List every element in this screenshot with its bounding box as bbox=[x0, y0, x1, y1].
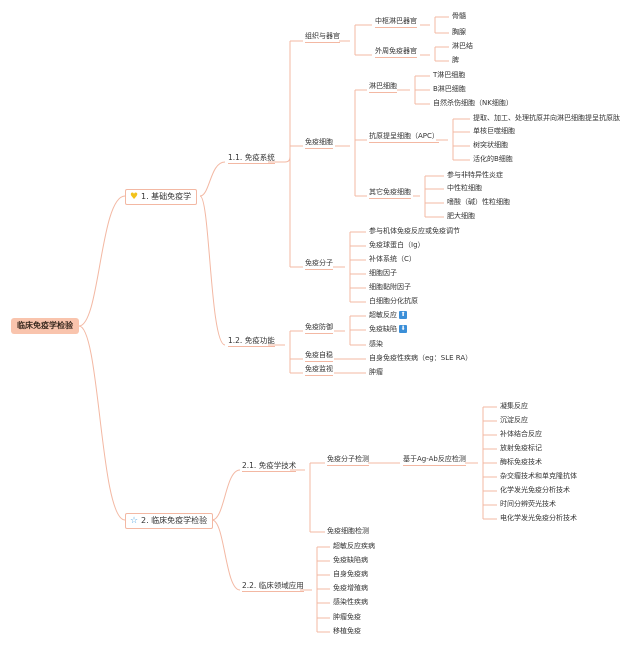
category-label: 2. 临床免疫学检验 bbox=[141, 516, 208, 525]
node-ag-ab-detection[interactable]: 基于Ag-Ab反应检测 bbox=[403, 455, 466, 466]
node-molecule-detection[interactable]: 免疫分子检测 bbox=[327, 455, 369, 466]
leaf-bone-marrow[interactable]: 骨髓 bbox=[452, 12, 466, 20]
section-immune-function[interactable]: 1.2. 免疫功能 bbox=[228, 336, 275, 347]
node-peripheral-lymphoid[interactable]: 外周免疫器官 bbox=[375, 47, 417, 58]
leaf-electrochemiluminescence[interactable]: 电化学发光免疫分析技术 bbox=[500, 514, 577, 522]
heart-icon: ♥ bbox=[129, 192, 139, 202]
node-tissues-organs[interactable]: 组织与器官 bbox=[305, 32, 340, 43]
node-immune-defense[interactable]: 免疫防御 bbox=[305, 323, 333, 334]
leaf-immunoproliferative[interactable]: 免疫增殖病 bbox=[333, 584, 368, 592]
leaf-nk-cells[interactable]: 自然杀伤细胞（NK细胞） bbox=[433, 99, 513, 107]
leaf-immunoglobulin[interactable]: 免疫球蛋白（Ig） bbox=[369, 241, 425, 249]
section-immune-system[interactable]: 1.1. 免疫系统 bbox=[228, 153, 275, 164]
leaf-neutrophil[interactable]: 中性粒细胞 bbox=[447, 184, 482, 192]
leaf-eosinophil-basophil[interactable]: 嗜酸（碱）性粒细胞 bbox=[447, 198, 510, 206]
arrow-down-icon: ⬇ bbox=[399, 325, 407, 333]
leaf-cytokine[interactable]: 细胞因子 bbox=[369, 269, 397, 277]
leaf-b-cells[interactable]: B淋巴细胞 bbox=[433, 85, 466, 93]
leaf-immunodeficiency-disease[interactable]: 免疫缺陷病 bbox=[333, 556, 368, 564]
leaf-hybridoma[interactable]: 杂交瘤技术和单克隆抗体 bbox=[500, 472, 577, 480]
leaf-autoimmune[interactable]: 自身免疫病 bbox=[333, 570, 368, 578]
leaf-lymph-node[interactable]: 淋巴结 bbox=[452, 42, 473, 50]
node-apc[interactable]: 抗原提呈细胞（APC） bbox=[369, 132, 439, 143]
leaf-enzyme-immunoassay[interactable]: 酶标免疫技术 bbox=[500, 458, 542, 466]
node-immune-molecules[interactable]: 免疫分子 bbox=[305, 259, 333, 270]
leaf-tumor[interactable]: 肿瘤 bbox=[369, 368, 383, 376]
node-other-immune-cells[interactable]: 其它免疫细胞 bbox=[369, 188, 411, 199]
leaf-time-resolved-fluorescence[interactable]: 时间分辨荧光技术 bbox=[500, 500, 556, 508]
leaf-thymus[interactable]: 胸腺 bbox=[452, 28, 466, 36]
leaf-complement-fixation[interactable]: 补体结合反应 bbox=[500, 430, 542, 438]
root-node[interactable]: 临床免疫学检验 bbox=[11, 318, 79, 334]
leaf-immunodeficiency[interactable]: 免疫缺陷⬇ bbox=[369, 325, 407, 334]
leaf-nonspecific-inflammation[interactable]: 参与非特异性炎症 bbox=[447, 171, 503, 179]
leaf-immune-regulation[interactable]: 参与机体免疫反应或免疫调节 bbox=[369, 227, 460, 235]
leaf-autoimmune-disease[interactable]: 自身免疫性疾病（eg：SLE RA） bbox=[369, 354, 473, 362]
leaf-label: 超敏反应 bbox=[369, 311, 397, 319]
leaf-macrophage[interactable]: 单核巨噬细胞 bbox=[473, 127, 515, 135]
leaf-adhesion-molecule[interactable]: 细胞黏附因子 bbox=[369, 283, 411, 291]
node-immune-surveillance[interactable]: 免疫监视 bbox=[305, 365, 333, 376]
leaf-label: 免疫缺陷 bbox=[369, 325, 397, 333]
leaf-infection[interactable]: 感染 bbox=[369, 340, 383, 348]
leaf-hypersensitivity[interactable]: 超敏反应⬆ bbox=[369, 311, 407, 320]
category-basic-immunology[interactable]: ♥1. 基础免疫学 bbox=[125, 189, 198, 205]
category-label: 1. 基础免疫学 bbox=[141, 192, 192, 201]
leaf-apc-function[interactable]: 提取、加工、处理抗原并向淋巴细胞提呈抗原肽 bbox=[473, 114, 620, 122]
leaf-spleen[interactable]: 脾 bbox=[452, 56, 459, 64]
section-clinical-applications[interactable]: 2.2. 临床领域应用 bbox=[242, 581, 304, 592]
leaf-complement[interactable]: 补体系统（C） bbox=[369, 255, 416, 263]
arrow-up-icon: ⬆ bbox=[399, 311, 407, 319]
star-icon: ☆ bbox=[129, 516, 139, 526]
leaf-radioimmunoassay[interactable]: 放射免疫标记 bbox=[500, 444, 542, 452]
leaf-hypersensitivity-disease[interactable]: 超敏反应疾病 bbox=[333, 542, 375, 550]
node-central-lymphoid[interactable]: 中枢淋巴器官 bbox=[375, 17, 417, 28]
node-cell-detection[interactable]: 免疫细胞检测 bbox=[327, 527, 369, 535]
leaf-chemiluminescence[interactable]: 化学发光免疫分析技术 bbox=[500, 486, 570, 494]
leaf-activated-b-cell[interactable]: 活化的B细胞 bbox=[473, 155, 513, 163]
leaf-cd-antigen[interactable]: 白细胞分化抗原 bbox=[369, 297, 418, 305]
leaf-tumor-immunology[interactable]: 肿瘤免疫 bbox=[333, 613, 361, 621]
leaf-infectious-disease[interactable]: 感染性疾病 bbox=[333, 598, 368, 606]
node-immune-homeostasis[interactable]: 免疫自稳 bbox=[305, 351, 333, 362]
node-immune-cells[interactable]: 免疫细胞 bbox=[305, 138, 333, 149]
leaf-t-cells[interactable]: T淋巴细胞 bbox=[433, 71, 466, 79]
leaf-precipitation[interactable]: 沉淀反应 bbox=[500, 416, 528, 424]
leaf-dendritic-cell[interactable]: 树突状细胞 bbox=[473, 141, 508, 149]
section-immune-techniques[interactable]: 2.1. 免疫学技术 bbox=[242, 461, 297, 472]
node-lymphocytes[interactable]: 淋巴细胞 bbox=[369, 82, 397, 93]
category-clinical-immunology[interactable]: ☆2. 临床免疫学检验 bbox=[125, 513, 214, 529]
leaf-agglutination[interactable]: 凝集反应 bbox=[500, 402, 528, 410]
leaf-transplant-immunology[interactable]: 移植免疫 bbox=[333, 627, 361, 635]
leaf-mast-cell[interactable]: 肥大细胞 bbox=[447, 212, 475, 220]
